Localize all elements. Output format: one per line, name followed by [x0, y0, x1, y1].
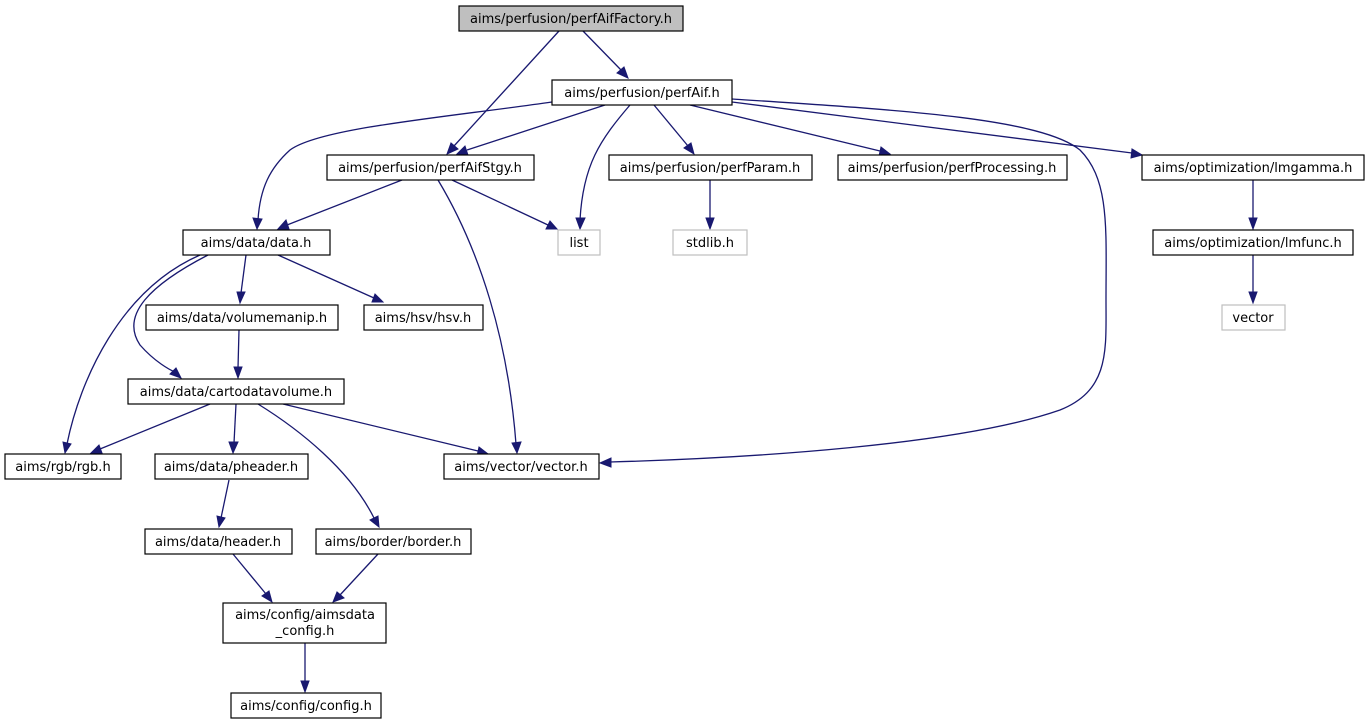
edge-perfaif-to-data — [252, 101, 553, 231]
node-label: aims/perfusion/perfAifStgy.h — [338, 161, 522, 176]
node-label: aims/perfusion/perfAifFactory.h — [470, 12, 672, 27]
edge-lmfunc-to-vector — [1248, 255, 1258, 305]
node-label: aims/data/cartodatavolume.h — [140, 385, 332, 400]
node-lmgamma[interactable]: aims/optimization/lmgamma.h — [1141, 154, 1365, 181]
edge-cartodatavolume-to-rgb — [89, 403, 211, 454]
node-rgb[interactable]: aims/rgb/rgb.h — [4, 453, 122, 480]
edge-data-to-hsv — [277, 254, 385, 303]
node-label: aims/data/data.h — [201, 236, 312, 251]
edge-perfaifstgy-to-vectorh — [437, 179, 522, 455]
edge-data-to-volumemanip — [236, 254, 247, 305]
node-label: aims/config/config.h — [240, 699, 372, 714]
node-label: aims/hsv/hsv.h — [375, 311, 472, 326]
node-label: aims/vector/vector.h — [454, 460, 587, 475]
edge-root-to-perfaifstgy — [446, 30, 560, 155]
node-label: vector — [1232, 311, 1274, 326]
node-stdlib[interactable]: stdlib.h — [672, 229, 748, 256]
node-perfparam[interactable]: aims/perfusion/perfParam.h — [608, 154, 813, 181]
node-label: aims/data/volumemanip.h — [157, 311, 327, 326]
edge-data-to-rgb — [62, 254, 201, 455]
node-label: aims/optimization/lmgamma.h — [1154, 161, 1353, 176]
node-list[interactable]: list — [557, 229, 601, 256]
edge-perfaif-to-vectorh — [598, 98, 1107, 468]
node-aimsdata-config[interactable]: aims/config/aimsdata _config.h — [222, 602, 387, 644]
edge-perfaif-to-perfaifstgy — [455, 104, 606, 156]
node-perfprocessing[interactable]: aims/perfusion/perfProcessing.h — [837, 154, 1068, 181]
node-label: aims/perfusion/perfProcessing.h — [848, 161, 1057, 176]
node-data[interactable]: aims/data/data.h — [182, 229, 331, 256]
nodes: aims/perfusion/perfAifFactory.h aims/per… — [4, 5, 1365, 719]
node-header[interactable]: aims/data/header.h — [144, 528, 293, 555]
edge-pheader-to-header — [216, 479, 230, 529]
node-label: aims/data/header.h — [155, 535, 281, 550]
node-label: list — [569, 236, 588, 251]
edge-lmgamma-to-lmfunc — [1248, 180, 1258, 231]
node-label: aims/optimization/lmfunc.h — [1164, 236, 1342, 251]
edge-cartodatavolume-to-border — [257, 403, 380, 529]
edge-cartodatavolume-to-pheader — [228, 403, 239, 455]
node-cartodatavolume[interactable]: aims/data/cartodatavolume.h — [127, 378, 345, 405]
node-label: aims/rgb/rgb.h — [15, 460, 110, 475]
edge-border-to-aimsdataconfig — [332, 553, 379, 603]
edge-perfaifstgy-to-list — [451, 179, 559, 230]
node-label: aims/perfusion/perfParam.h — [620, 161, 801, 176]
node-label-line2: _config.h — [275, 624, 335, 639]
node-volumemanip[interactable]: aims/data/volumemanip.h — [145, 304, 339, 331]
edges — [62, 30, 1258, 694]
node-perfaiffactory[interactable]: aims/perfusion/perfAifFactory.h — [458, 5, 684, 32]
edge-perfaifstgy-to-data — [276, 179, 403, 230]
edge-perfaif-to-lmgamma — [731, 101, 1144, 159]
edge-volumemanip-to-cartodatavolume — [233, 329, 243, 380]
edge-perfaif-to-perfparam — [653, 104, 695, 156]
node-label: aims/data/pheader.h — [164, 460, 298, 475]
node-config[interactable]: aims/config/config.h — [230, 692, 382, 719]
node-border[interactable]: aims/border/border.h — [315, 528, 472, 555]
node-vector-external[interactable]: vector — [1221, 304, 1286, 331]
node-perfaifstgy[interactable]: aims/perfusion/perfAifStgy.h — [326, 154, 535, 181]
edge-perfaif-to-perfprocessing — [689, 104, 892, 157]
edge-perfaif-to-list — [575, 104, 631, 231]
node-lmfunc[interactable]: aims/optimization/lmfunc.h — [1152, 229, 1354, 256]
edge-header-to-aimsdataconfig — [232, 553, 273, 604]
node-label: stdlib.h — [686, 236, 734, 251]
edge-cartodatavolume-to-vectorh — [282, 403, 490, 457]
node-pheader[interactable]: aims/data/pheader.h — [154, 453, 309, 480]
edge-root-to-perfaif — [582, 30, 629, 79]
edge-aimsdataconfig-to-config — [300, 643, 310, 694]
node-vectorh[interactable]: aims/vector/vector.h — [443, 453, 600, 480]
node-label: aims/border/border.h — [325, 535, 462, 550]
node-hsv[interactable]: aims/hsv/hsv.h — [363, 304, 484, 331]
edge-perfparam-to-stdlib — [705, 180, 715, 231]
edge-data-to-cartodatavolume — [133, 254, 209, 379]
node-label: aims/perfusion/perfAif.h — [564, 86, 719, 101]
node-label-line1: aims/config/aimsdata — [235, 608, 375, 623]
node-perfaif[interactable]: aims/perfusion/perfAif.h — [551, 79, 733, 106]
